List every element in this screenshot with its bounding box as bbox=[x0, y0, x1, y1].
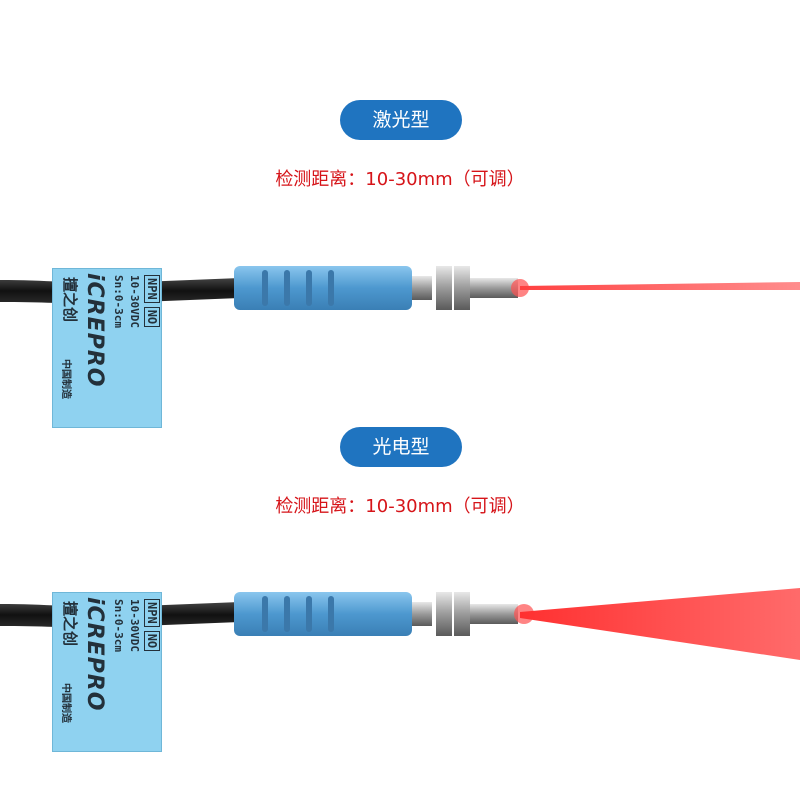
npn-text: NPN bbox=[144, 599, 160, 627]
product-label-tag: NPN NO 10-30VDC Sn:0-3cm iCREPRO 擅之创 中国制造 bbox=[52, 592, 162, 752]
no-text: NO bbox=[144, 306, 160, 328]
origin-text: 中国制造 bbox=[60, 359, 71, 399]
threaded-barrel bbox=[470, 604, 518, 624]
voltage-text: 10-30VDC bbox=[128, 599, 141, 652]
brand-logo: iCREPRO bbox=[82, 597, 107, 712]
photoelectric-type-badge: 光电型 bbox=[340, 427, 462, 467]
origin-text: 中国制造 bbox=[60, 683, 71, 723]
range-text: Sn:0-3cm bbox=[112, 599, 125, 652]
brand-cn: 擅之创 bbox=[61, 601, 79, 647]
blue-sleeve bbox=[234, 266, 412, 310]
threaded-barrel bbox=[470, 278, 518, 298]
photoelectric-sensor-photo: NPN NO 10-30VDC Sn:0-3cm iCREPRO 擅之创 中国制造 bbox=[0, 512, 800, 752]
laser-beam bbox=[520, 282, 800, 290]
diffuse-beam bbox=[520, 588, 800, 660]
brand-logo: iCREPRO bbox=[82, 273, 107, 388]
detection-distance-text: 检测距离：10-30mm（可调） bbox=[275, 496, 525, 517]
hex-nut bbox=[436, 592, 452, 636]
blue-sleeve bbox=[234, 592, 412, 636]
brand-cn: 擅之创 bbox=[61, 277, 79, 323]
laser-type-badge: 激光型 bbox=[340, 100, 462, 140]
product-label-tag: NPN NO 10-30VDC Sn:0-3cm iCREPRO 擅之创 中国制造 bbox=[52, 268, 162, 428]
detection-distance-text: 检测距离：10-30mm（可调） bbox=[275, 169, 525, 190]
laser-sensor-photo: NPN NO 10-30VDC Sn:0-3cm iCREPRO 擅之创 中国制造 bbox=[0, 190, 800, 430]
no-text: NO bbox=[144, 630, 160, 652]
voltage-text: 10-30VDC bbox=[128, 275, 141, 328]
range-text: Sn:0-3cm bbox=[112, 275, 125, 328]
hex-nut bbox=[436, 266, 452, 310]
npn-text: NPN bbox=[144, 275, 160, 303]
